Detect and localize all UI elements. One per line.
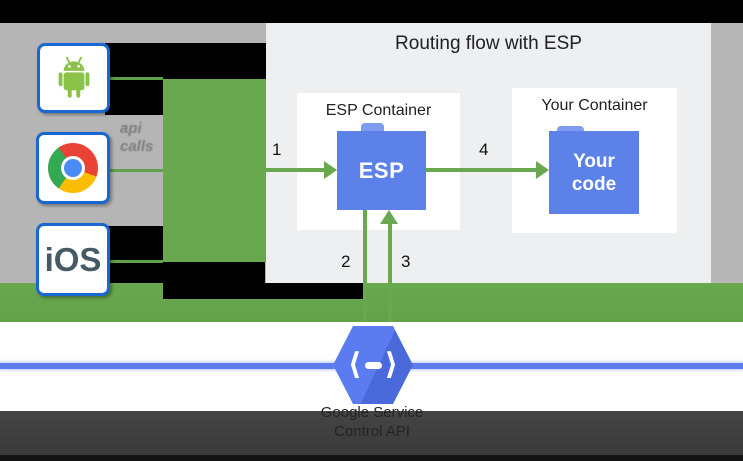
chrome-client-box: [36, 132, 110, 204]
code-brackets-icon: ⟨ ⟩: [348, 350, 398, 380]
arrow-1-line: [262, 168, 326, 172]
arrow-2-line: [363, 210, 367, 322]
green-vertical-band: [163, 79, 266, 262]
android-client-box: [37, 43, 110, 113]
arrow-3-head-icon: [380, 210, 398, 224]
ios-client-box: iOS: [36, 223, 110, 296]
your-code-label-line1: Your: [573, 150, 615, 172]
right-angle-bracket: ⟩: [384, 347, 399, 382]
android-connector-line: [107, 77, 163, 80]
esp-box-notch: [361, 123, 384, 133]
top-black-bar: [0, 0, 743, 23]
gray-right-background: [711, 23, 743, 283]
your-container-title: Your Container: [541, 97, 648, 114]
dash-bar: [364, 361, 382, 369]
arrow-label-1: 1: [272, 140, 282, 159]
api-calls-note: api calls: [120, 120, 180, 156]
service-caption-line2: Control API: [334, 423, 410, 440]
service-caption-line1: Google Service: [320, 404, 424, 421]
ios-label: iOS: [44, 240, 102, 278]
black-patch-below-left: [163, 262, 265, 299]
bottom-black-strip: [0, 455, 743, 461]
cloud-endpoints-hexagon-icon: ⟨ ⟩: [333, 326, 413, 404]
chrome-connector-line: [107, 169, 163, 172]
arrow-label-2: 2: [341, 252, 351, 271]
routing-panel: Routing flow with ESP ESP Container Your…: [266, 23, 711, 283]
black-patch-below-right: [265, 283, 363, 299]
arrow-3-line: [388, 223, 392, 322]
ios-connector-line: [107, 260, 163, 263]
left-angle-bracket: ⟨: [347, 347, 362, 382]
esp-box-label: ESP: [358, 157, 405, 183]
android-icon: [58, 56, 89, 98]
arrow-4-line: [426, 168, 537, 172]
api-calls-note-line1: api: [120, 120, 142, 137]
service-caption: Google Service Control API: [272, 403, 472, 441]
esp-box: ESP: [337, 131, 426, 210]
panel-title: Routing flow with ESP: [395, 33, 582, 54]
your-code-box-notch: [557, 126, 584, 133]
esp-container-title: ESP Container: [325, 102, 432, 119]
chrome-icon: [48, 143, 98, 193]
arrow-label-3: 3: [401, 252, 411, 271]
your-code-box: Your code: [549, 131, 639, 214]
arrow-1-head-icon: [324, 161, 337, 179]
chrome-icon-core: [64, 159, 82, 177]
your-code-label-line2: code: [571, 173, 617, 195]
arrow-4-head-icon: [536, 161, 549, 179]
bottom-dark-band: [0, 411, 743, 455]
api-calls-note-line2: calls: [120, 138, 154, 155]
green-horizontal-band: [0, 283, 743, 322]
arrow-label-4: 4: [479, 140, 489, 159]
